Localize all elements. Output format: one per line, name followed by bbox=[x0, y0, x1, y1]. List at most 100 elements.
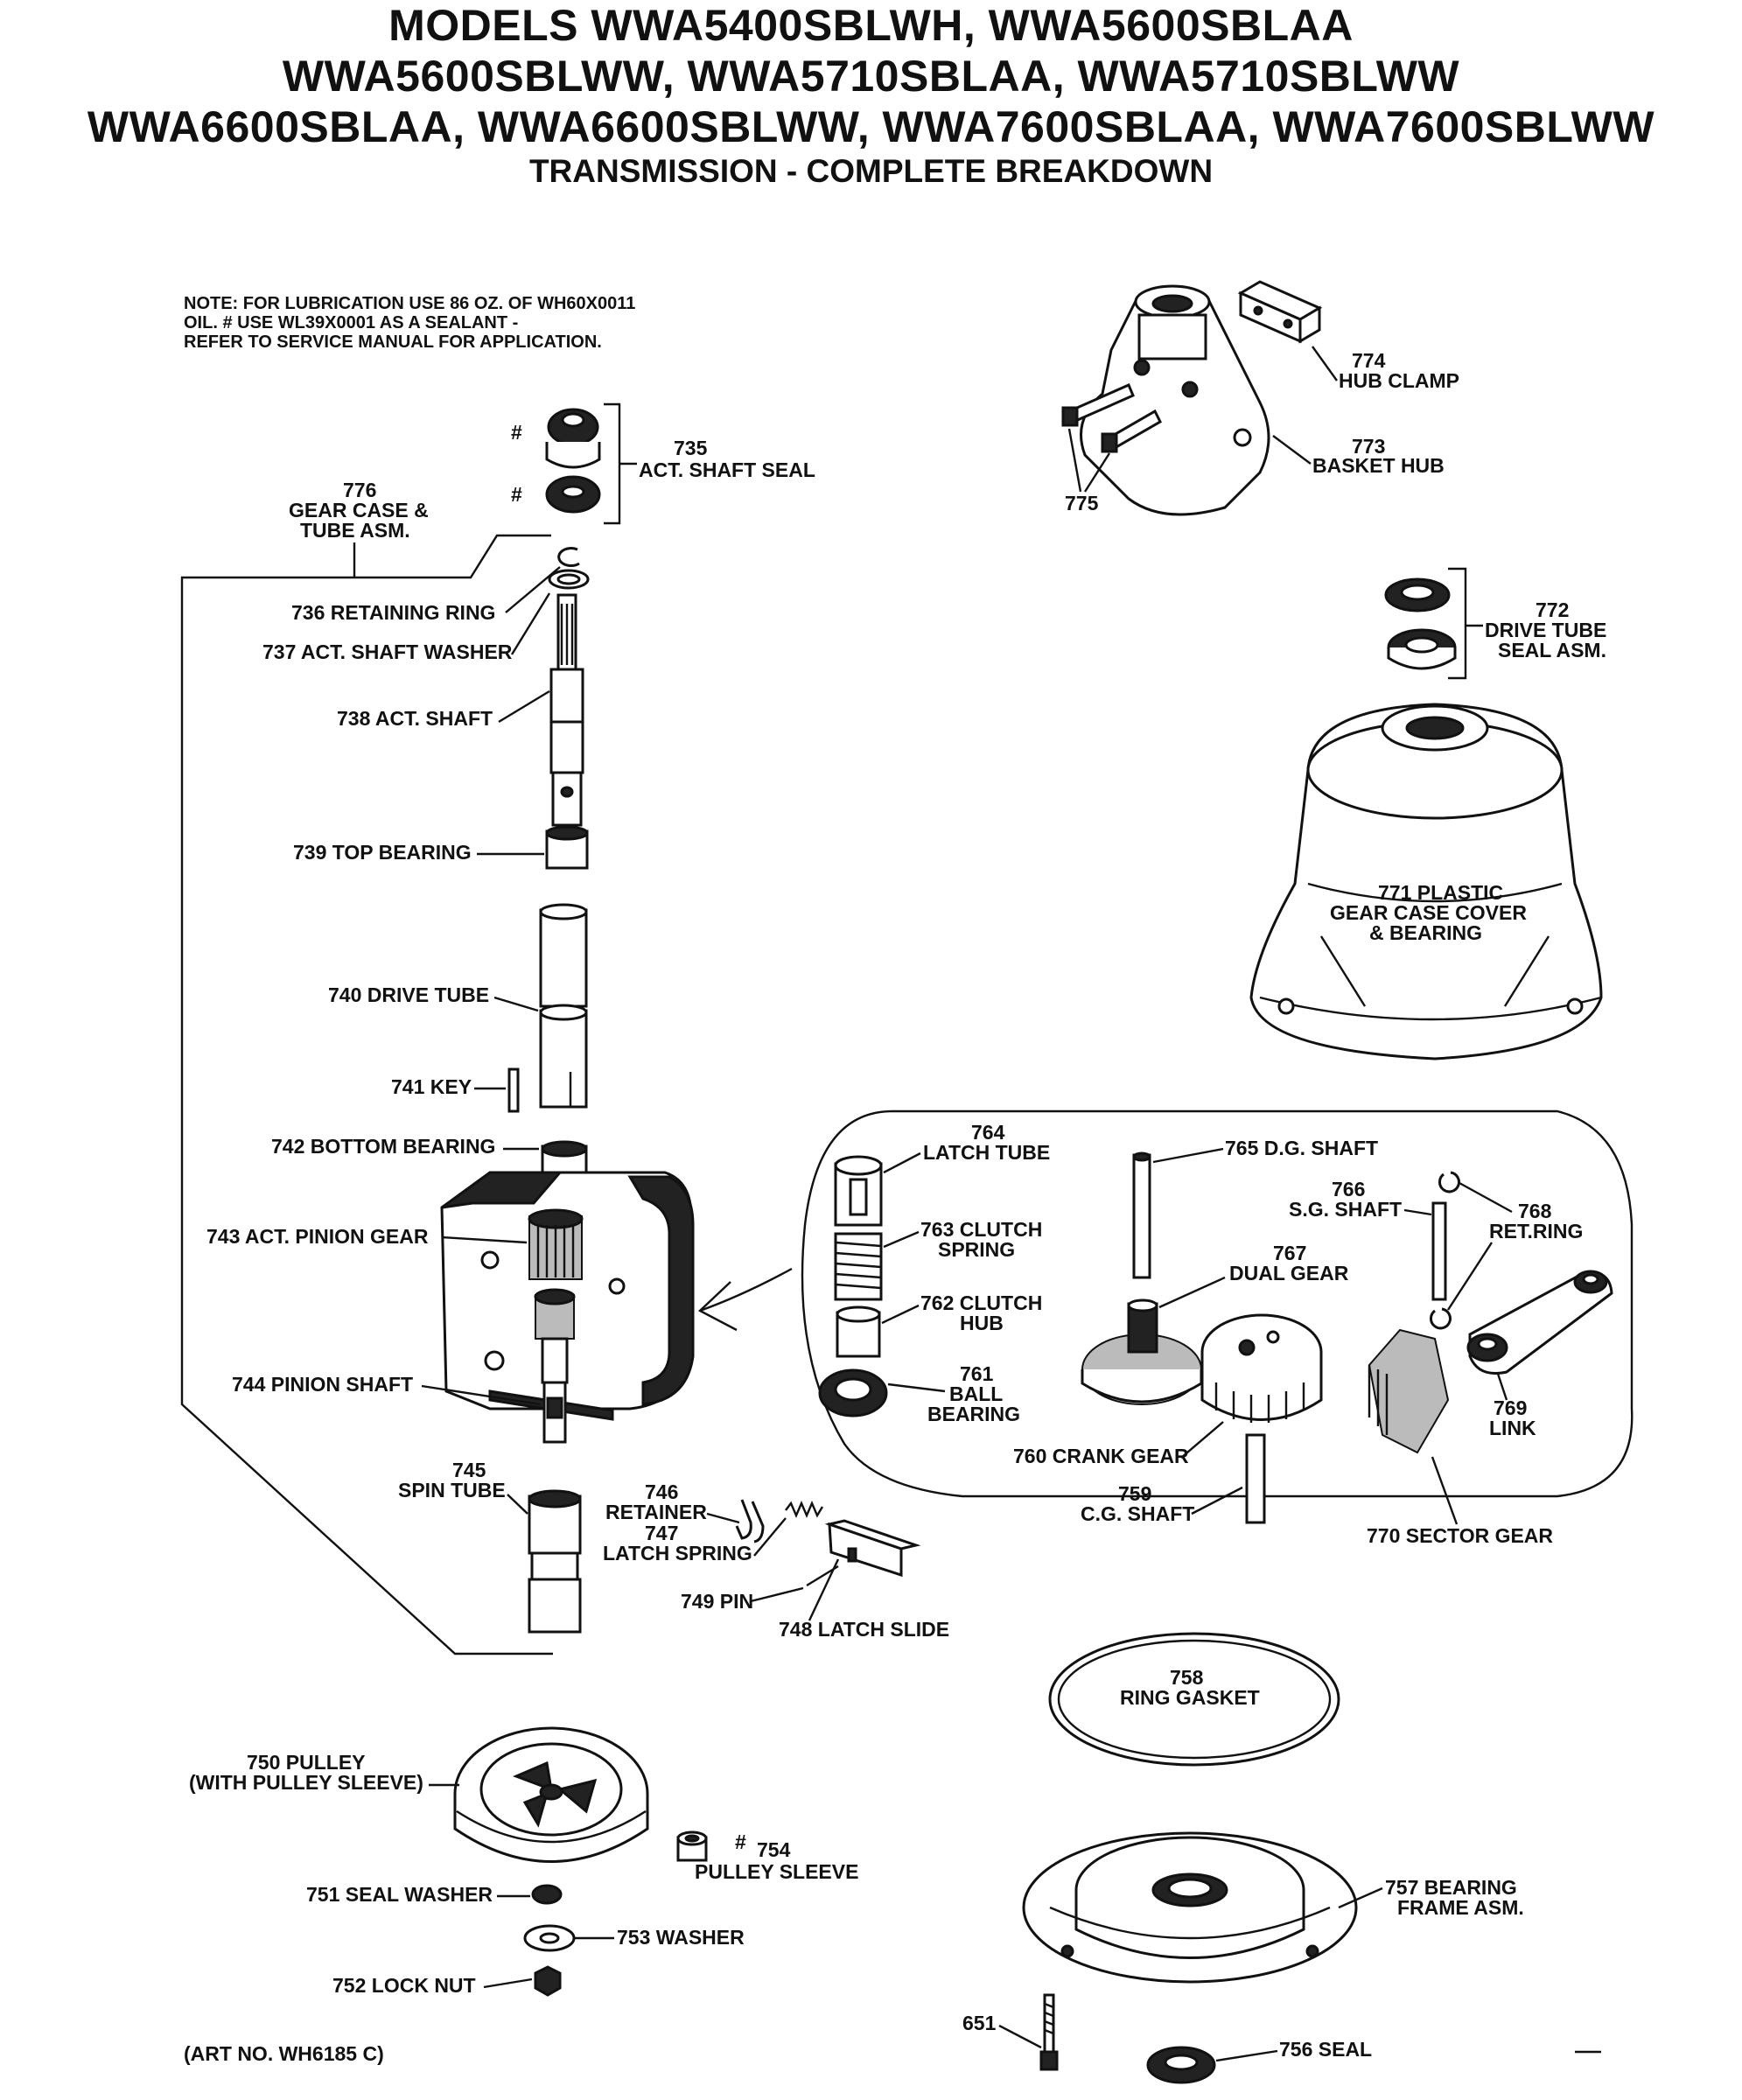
label-763-2: SPRING bbox=[938, 1238, 1015, 1261]
part-754-pulley-sleeve: # 754 PULLEY SLEEVE bbox=[676, 1830, 858, 1883]
part-770-sector-gear: 770 SECTOR GEAR bbox=[1367, 1328, 1553, 1547]
part-750-pulley: 750 PULLEY (WITH PULLEY SLEEVE) bbox=[189, 1726, 649, 1863]
part-752-lock-nut: 752 LOCK NUT bbox=[332, 1965, 562, 1997]
label-740: 740 DRIVE TUBE bbox=[328, 984, 489, 1006]
label-748: 748 LATCH SLIDE bbox=[779, 1618, 949, 1641]
label-764-name: LATCH TUBE bbox=[923, 1141, 1050, 1164]
part-753-washer: 753 WASHER bbox=[523, 1924, 745, 1952]
label-744: 744 PINION SHAFT bbox=[232, 1373, 413, 1396]
label-761-name-2: BEARING bbox=[927, 1403, 1020, 1425]
hash-mark-3: # bbox=[735, 1830, 746, 1853]
part-748-latch-slide: 748 LATCH SLIDE bbox=[779, 1519, 949, 1641]
label-759-name: C.G. SHAFT bbox=[1081, 1502, 1194, 1525]
part-757-bearing-frame-asm: 757 BEARING FRAME ASM. bbox=[1022, 1831, 1524, 1984]
part-737-act-shaft-washer: 737 ACT. SHAFT WASHER bbox=[262, 569, 590, 663]
part-756-seal: 756 SEAL bbox=[1146, 2038, 1372, 2084]
label-769-name: LINK bbox=[1489, 1417, 1536, 1439]
label-745-name: SPIN TUBE bbox=[398, 1479, 506, 1502]
label-776-name-2: TUBE ASM. bbox=[300, 519, 410, 542]
label-738: 738 ACT. SHAFT bbox=[337, 707, 493, 730]
part-759-cg-shaft: 759 C.G. SHAFT bbox=[1081, 1433, 1266, 1525]
label-746-num: 746 bbox=[645, 1480, 678, 1503]
hash-mark-2: # bbox=[511, 483, 522, 506]
label-757-1: 757 BEARING bbox=[1385, 1876, 1517, 1899]
part-739-top-bearing: 739 TOP BEARING bbox=[293, 825, 589, 870]
label-747-num: 747 bbox=[645, 1522, 678, 1544]
note-line-2: OIL. # USE WL39X0001 AS A SEALANT - bbox=[184, 313, 518, 332]
part-747-latch-spring: 747 LATCH SPRING bbox=[603, 1500, 824, 1564]
label-750-2: (WITH PULLEY SLEEVE) bbox=[189, 1771, 423, 1794]
note-line-1: NOTE: FOR LUBRICATION USE 86 OZ. OF WH60… bbox=[184, 294, 635, 313]
page-subtitle: TRANSMISSION - COMPLETE BREAKDOWN bbox=[528, 153, 1214, 189]
label-752: 752 LOCK NUT bbox=[332, 1974, 476, 1997]
label-760: 760 CRANK GEAR bbox=[1013, 1445, 1189, 1467]
label-769-num: 769 bbox=[1494, 1396, 1527, 1419]
label-772-name-2: SEAL ASM. bbox=[1498, 639, 1606, 662]
part-767-dual-gear: 767 DUAL GEAR bbox=[1081, 1242, 1349, 1405]
part-740-drive-tube: 740 DRIVE TUBE bbox=[328, 903, 588, 1109]
label-764-num: 764 bbox=[971, 1121, 1005, 1144]
part-741-key: 741 KEY bbox=[391, 1068, 520, 1113]
part-764-latch-tube: 764 LATCH TUBE bbox=[834, 1121, 1050, 1227]
part-742-bottom-bearing: 742 BOTTOM BEARING bbox=[271, 1135, 588, 1183]
label-651: 651 bbox=[962, 2012, 997, 2034]
label-749: 749 PIN bbox=[681, 1590, 753, 1613]
label-775: 775 bbox=[1065, 492, 1099, 514]
label-770: 770 SECTOR GEAR bbox=[1367, 1524, 1553, 1547]
label-774-num: 774 bbox=[1352, 349, 1386, 372]
part-751-seal-washer: 751 SEAL WASHER bbox=[306, 1883, 563, 1906]
label-735-name: ACT. SHAFT SEAL bbox=[639, 458, 815, 481]
lubrication-note: NOTE: FOR LUBRICATION USE 86 OZ. OF WH60… bbox=[184, 294, 635, 352]
label-776-num: 776 bbox=[343, 479, 376, 501]
exploded-group-outline bbox=[697, 1110, 1634, 1498]
part-774-hub-clamp: 774 HUB CLAMP bbox=[1237, 280, 1459, 392]
label-762-2: HUB bbox=[960, 1312, 1004, 1334]
label-747-name: LATCH SPRING bbox=[603, 1542, 752, 1564]
label-735-num: 735 bbox=[674, 437, 708, 459]
part-745-spin-tube: 745 SPIN TUBE bbox=[398, 1459, 582, 1634]
label-746-name: RETAINER bbox=[605, 1501, 707, 1523]
part-760-crank-gear: 760 CRANK GEAR bbox=[1013, 1313, 1323, 1467]
label-768-name: RET.RING bbox=[1489, 1220, 1583, 1242]
label-771-3: & BEARING bbox=[1369, 921, 1482, 944]
label-767-name: DUAL GEAR bbox=[1229, 1262, 1349, 1284]
label-761-name-1: BALL bbox=[949, 1382, 1003, 1405]
label-772-name-1: DRIVE TUBE bbox=[1485, 619, 1606, 641]
label-762-1: 762 CLUTCH bbox=[920, 1292, 1042, 1314]
part-758-ring-gasket: 758 RING GASKET bbox=[1048, 1632, 1340, 1767]
label-737: 737 ACT. SHAFT WASHER bbox=[262, 640, 513, 663]
label-758-name: RING GASKET bbox=[1120, 1686, 1260, 1709]
part-736-retaining-ring: 736 RETAINING RING bbox=[291, 547, 580, 624]
part-776-gear-case-tube-asm: 776 GEAR CASE & TUBE ASM. bbox=[180, 479, 553, 1656]
part-766-sg-shaft: 766 S.G. SHAFT bbox=[1289, 1178, 1447, 1301]
label-766-num: 766 bbox=[1332, 1178, 1365, 1200]
part-749-pin: 749 PIN bbox=[681, 1564, 839, 1613]
label-763-1: 763 CLUTCH bbox=[920, 1218, 1042, 1241]
label-774-name: HUB CLAMP bbox=[1339, 369, 1459, 392]
label-750-1: 750 PULLEY bbox=[247, 1751, 366, 1774]
part-651-screw: 651 bbox=[962, 1993, 1059, 2071]
part-765-dg-shaft: 765 D.G. SHAFT bbox=[1132, 1137, 1378, 1279]
label-773-name: BASKET HUB bbox=[1312, 454, 1445, 477]
header: MODELS WWA5400SBLWH, WWA5600SBLAA WWA560… bbox=[0, 0, 1742, 191]
part-773-basket-hub: 773 BASKET HUB bbox=[1080, 284, 1445, 516]
title-line-1: MODELS WWA5400SBLWH, WWA5600SBLAA bbox=[388, 1, 1354, 50]
part-771-plastic-gear-case-cover: 771 PLASTIC GEAR CASE COVER & BEARING bbox=[1249, 703, 1603, 1060]
part-768-ret-ring: 768 RET.RING bbox=[1429, 1171, 1583, 1330]
label-754-name: PULLEY SLEEVE bbox=[695, 1860, 858, 1883]
label-739: 739 TOP BEARING bbox=[293, 841, 472, 864]
label-765: 765 D.G. SHAFT bbox=[1225, 1137, 1378, 1159]
label-766-name: S.G. SHAFT bbox=[1289, 1198, 1402, 1221]
label-741: 741 KEY bbox=[391, 1075, 472, 1098]
label-771-2: GEAR CASE COVER bbox=[1330, 901, 1527, 924]
title-line-2: WWA5600SBLWW, WWA5710SBLAA, WWA5710SBLWW bbox=[282, 52, 1460, 101]
hash-mark-1: # bbox=[511, 421, 522, 444]
part-769-link: 769 LINK bbox=[1466, 1270, 1613, 1439]
part-763-clutch-spring: 763 CLUTCH SPRING bbox=[834, 1218, 1042, 1301]
label-761-num: 761 bbox=[960, 1362, 994, 1385]
label-742: 742 BOTTOM BEARING bbox=[271, 1135, 495, 1158]
part-772-drive-tube-seal-asm: 772 DRIVE TUBE SEAL ASM. bbox=[1384, 567, 1606, 680]
label-776-name-1: GEAR CASE & bbox=[289, 499, 429, 522]
label-773-num: 773 bbox=[1352, 435, 1385, 458]
